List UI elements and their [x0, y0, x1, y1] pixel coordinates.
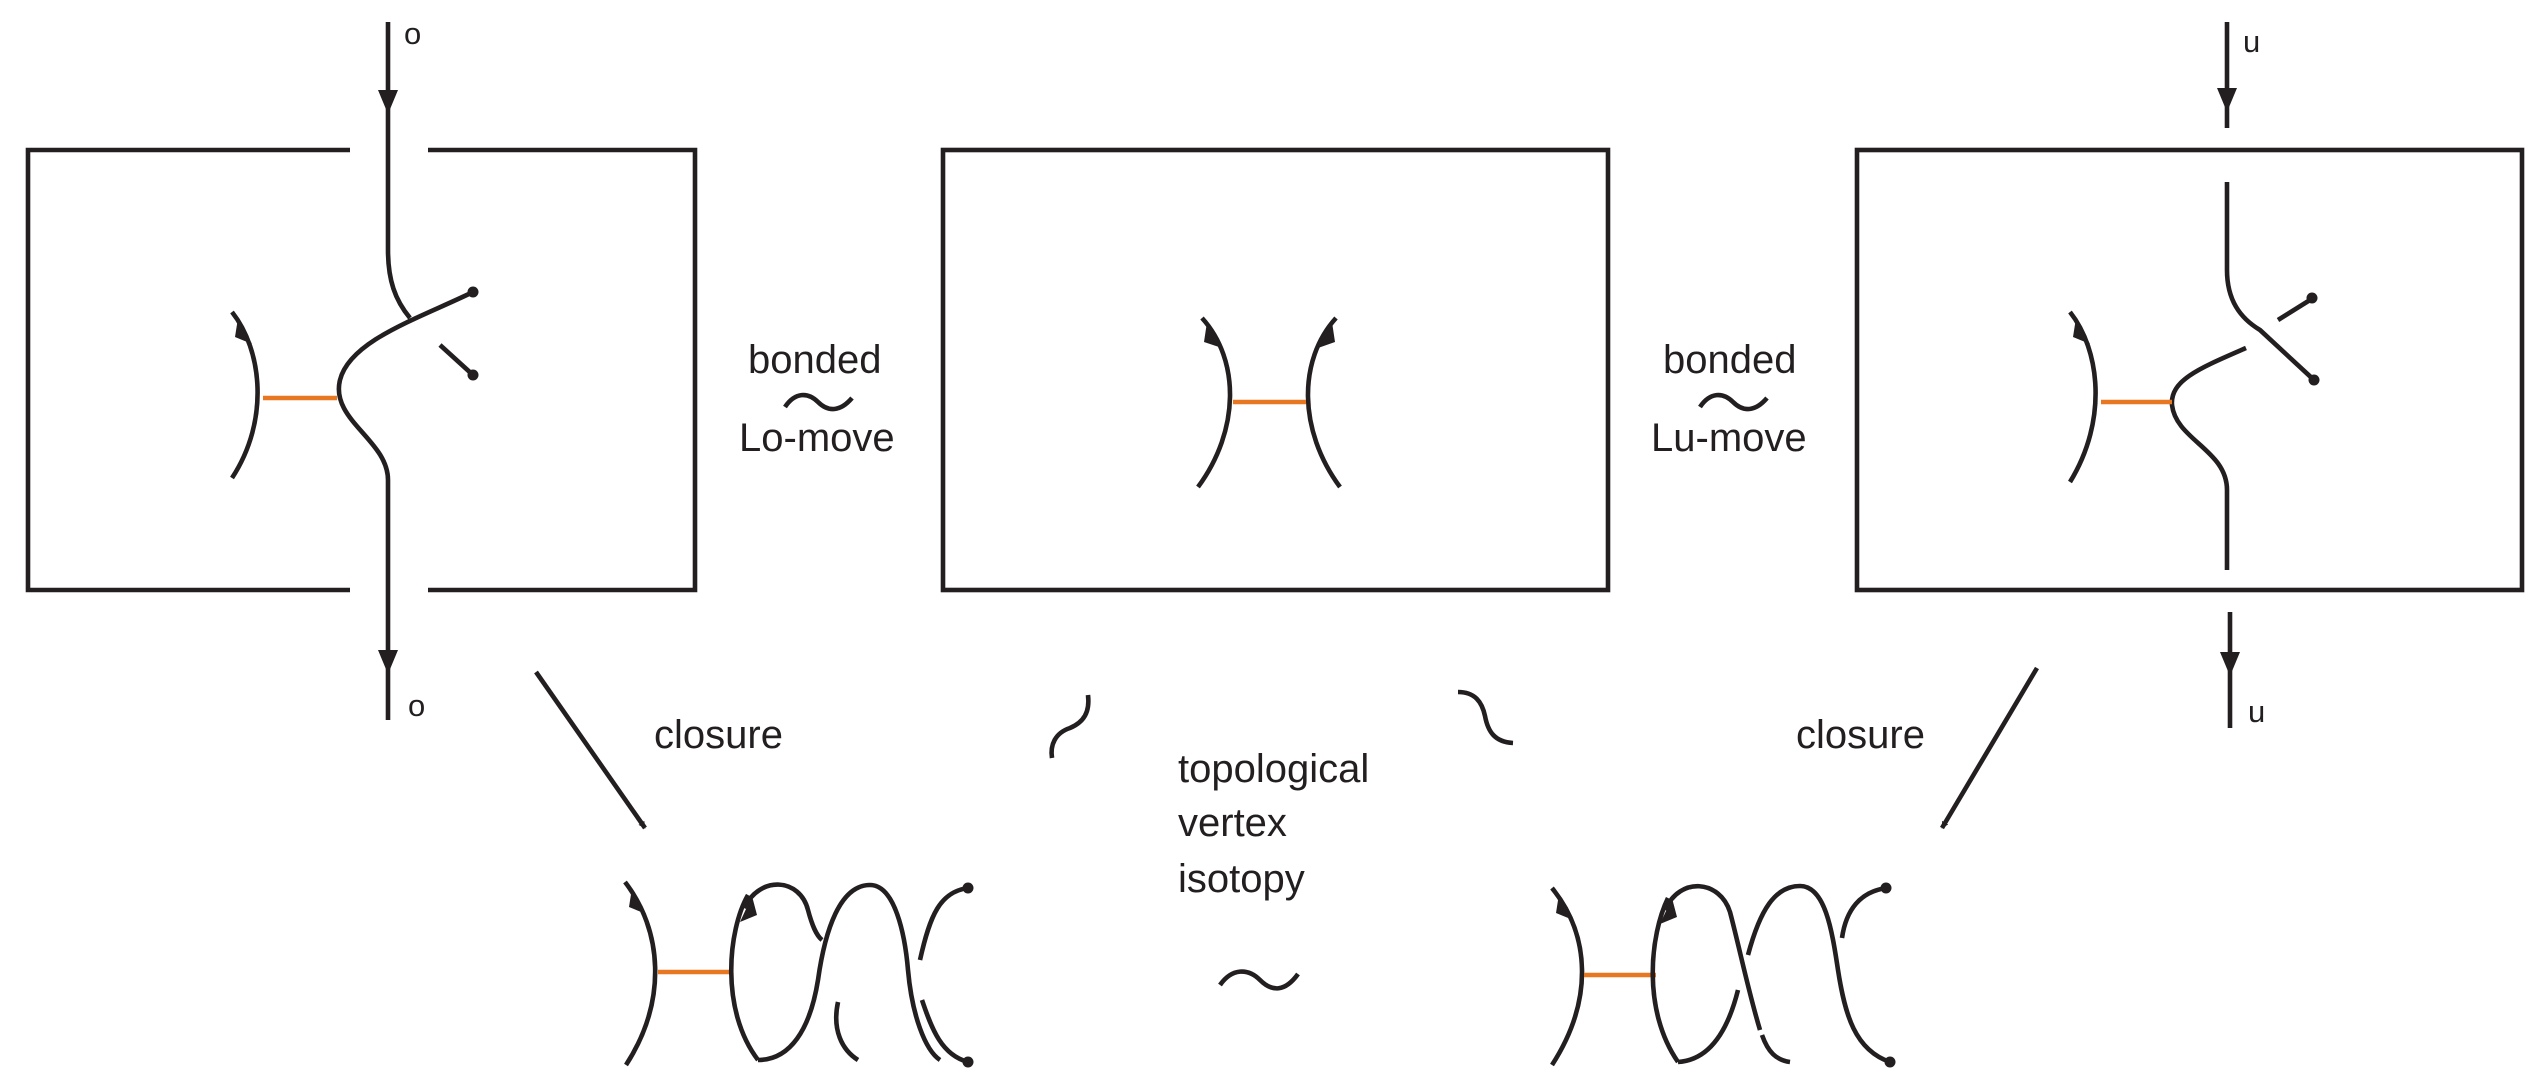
- middle-left-arrow-icon: [1204, 322, 1222, 348]
- cl-crossing-2: [917, 885, 969, 961]
- left-tilde-icon: [1049, 694, 1091, 759]
- label-lo-move: Lo-move: [739, 416, 895, 460]
- closure-left-arrow: [534, 670, 647, 830]
- right-tilde-icon: [1457, 689, 1514, 746]
- cl-left-arrow-icon: [629, 888, 646, 914]
- lo-box-outline: [25, 147, 698, 593]
- cl-second-arrow-icon: [740, 896, 757, 922]
- label-vertex: vertex: [1178, 801, 1287, 845]
- lu-inner-strand: [2224, 182, 2316, 382]
- lo-bottom-arrow-icon: [378, 650, 398, 674]
- cl-crossing-1: [757, 882, 942, 1063]
- lo-move-panel: [25, 22, 698, 720]
- label-bottom-left-o: o: [408, 688, 425, 723]
- lu-bottom-arrow-icon: [2220, 652, 2240, 676]
- cl-lower-tail: [919, 999, 969, 1065]
- lu-top-arrow-icon: [2217, 88, 2237, 112]
- lu-lower-endpoint: [2308, 374, 2320, 386]
- cl-loop-1: [741, 882, 824, 942]
- lu-left-arc-arrow-icon: [2073, 318, 2090, 344]
- cr-lower-endpoint: [1884, 1056, 1896, 1068]
- middle-right-arrow-icon: [1318, 322, 1335, 348]
- label-isotopy: isotopy: [1178, 857, 1305, 901]
- label-bottom-right-u: u: [2248, 694, 2265, 729]
- label-topological: topological: [1178, 747, 1369, 791]
- cr-loop-1: [1662, 883, 1763, 1031]
- lu-box-outline: [1854, 147, 2525, 593]
- cr-crossing-1: [1677, 989, 1741, 1065]
- lo-lower-endpoint: [467, 369, 479, 381]
- middle-panel: [940, 147, 1611, 593]
- lo-short-strand: [438, 343, 475, 377]
- cr-left-arrow-icon: [1556, 894, 1573, 920]
- lo-top-arrow-icon: [378, 90, 398, 114]
- closure-right-diagram: [1550, 882, 1896, 1068]
- lo-left-arc-arrow-icon: [235, 318, 252, 344]
- lo-strand-down: [385, 150, 412, 320]
- label-bonded-2: bonded: [1663, 338, 1796, 382]
- cl-upper-endpoint: [962, 882, 974, 894]
- lu-move-panel: [1854, 22, 2525, 728]
- lu-tilde-icon: [1698, 392, 1769, 412]
- middle-box-outline: [940, 147, 1611, 593]
- lo-upper-endpoint: [467, 286, 479, 298]
- isotopy-tilde-icon: [1218, 969, 1300, 991]
- label-top-left-o: o: [404, 16, 421, 51]
- cl-lower-endpoint: [962, 1056, 974, 1068]
- label-closure-left: closure: [654, 713, 783, 757]
- middle-right-arc: [1305, 316, 1342, 489]
- cr-tail-left: [1759, 1034, 1791, 1065]
- closure-left-diagram: [623, 880, 974, 1068]
- label-top-right-u: u: [2243, 24, 2260, 59]
- cr-upper-endpoint: [1880, 882, 1892, 894]
- lo-tilde-icon: [783, 392, 854, 412]
- label-closure-right: closure: [1796, 713, 1925, 757]
- cl-second-arc: [728, 893, 760, 1062]
- cr-upper-tail: [1839, 885, 1887, 939]
- lu-short-strand: [2276, 298, 2312, 322]
- cl-loop-2: [833, 1001, 860, 1062]
- cr-loop-2: [1745, 883, 1891, 1065]
- cr-second-arc: [1650, 896, 1680, 1064]
- cr-second-arrow-icon: [1660, 898, 1677, 924]
- label-bonded-1: bonded: [748, 338, 881, 382]
- closure-right-arrow: [1940, 666, 2039, 830]
- label-lu-move: Lu-move: [1651, 416, 1807, 460]
- lu-upper-endpoint: [2306, 292, 2318, 304]
- lo-over-strand: [336, 289, 475, 590]
- lu-under-strand: [2169, 345, 2247, 570]
